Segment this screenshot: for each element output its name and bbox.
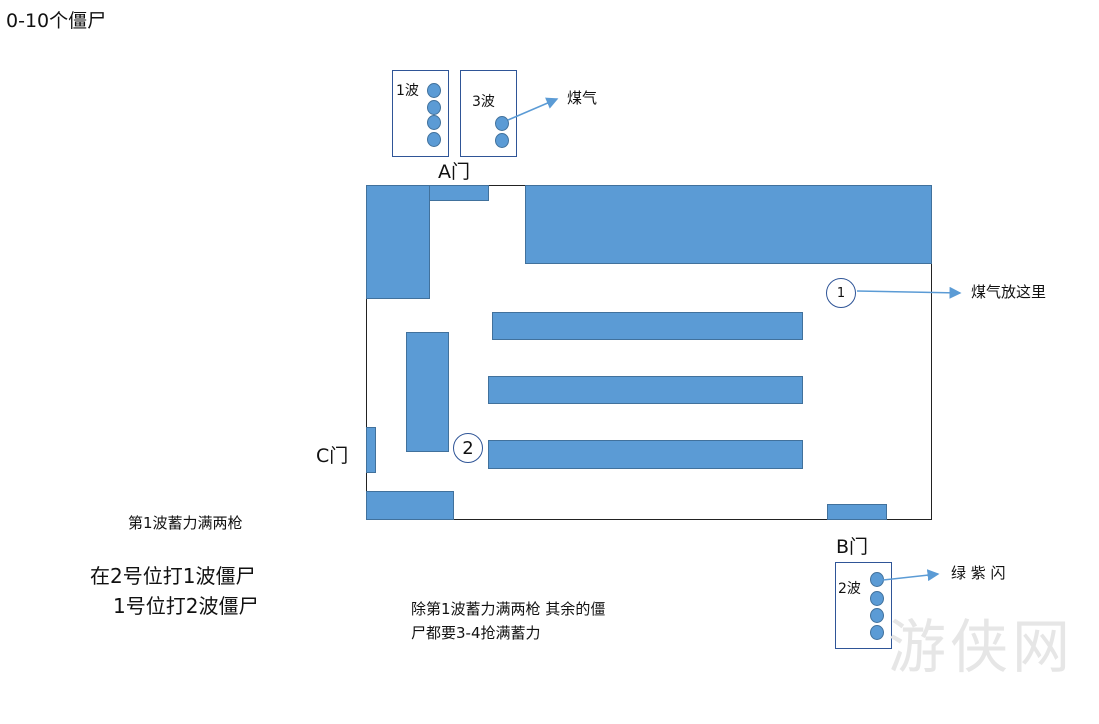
wall-block xyxy=(488,440,803,469)
zombie-dot xyxy=(870,591,884,606)
note-wave1: 第1波蓄力满两枪 xyxy=(128,514,243,532)
wall-block xyxy=(525,185,932,264)
wall-block xyxy=(406,332,449,452)
wave-1-label: 1波 xyxy=(396,83,419,99)
position-marker-2: 2 xyxy=(453,433,483,463)
note-other-waves-2: 尸都要3-4抢满蓄力 xyxy=(411,624,541,642)
marker-2-text: 2 xyxy=(462,437,474,459)
c-door-block xyxy=(366,427,376,473)
wave-3-label: 3波 xyxy=(472,94,495,110)
note-position2: 在2号位打1波僵尸 xyxy=(90,564,256,588)
flash-label: 绿 紫 闪 xyxy=(951,564,1006,582)
wave-2-label: 2波 xyxy=(838,581,861,597)
position-marker-1: 1 xyxy=(826,278,856,308)
page-title: 0-10个僵尸 xyxy=(6,10,107,32)
zombie-dot xyxy=(870,608,884,623)
watermark-logo: 游侠网 xyxy=(888,613,1075,681)
door-b-label: B门 xyxy=(836,536,869,558)
marker-1-text: 1 xyxy=(836,285,846,301)
zombie-dot xyxy=(427,83,441,98)
note-other-waves-1: 除第1波蓄力满两枪 其余的僵 xyxy=(411,600,606,618)
b-door-block xyxy=(827,504,887,520)
gas-here-label: 煤气放这里 xyxy=(971,283,1047,301)
wall-block xyxy=(492,312,803,340)
zombie-dot xyxy=(495,133,509,148)
arrow xyxy=(882,569,940,582)
wall-block xyxy=(488,376,803,404)
zombie-dot xyxy=(495,116,509,131)
wall-block xyxy=(429,185,489,201)
arrow xyxy=(856,286,962,299)
note-position1: 1号位打2波僵尸 xyxy=(113,594,259,618)
zombie-dot xyxy=(870,625,884,640)
zombie-dot xyxy=(427,100,441,115)
zombie-dot xyxy=(427,132,441,147)
door-c-label: C门 xyxy=(316,445,349,467)
wall-block xyxy=(366,491,454,520)
gas-label: 煤气 xyxy=(567,89,598,107)
arrow xyxy=(507,97,559,121)
wave-1-box xyxy=(392,70,449,157)
door-a-label: A门 xyxy=(438,161,470,183)
zombie-dot xyxy=(427,115,441,130)
wall-block xyxy=(366,185,430,299)
